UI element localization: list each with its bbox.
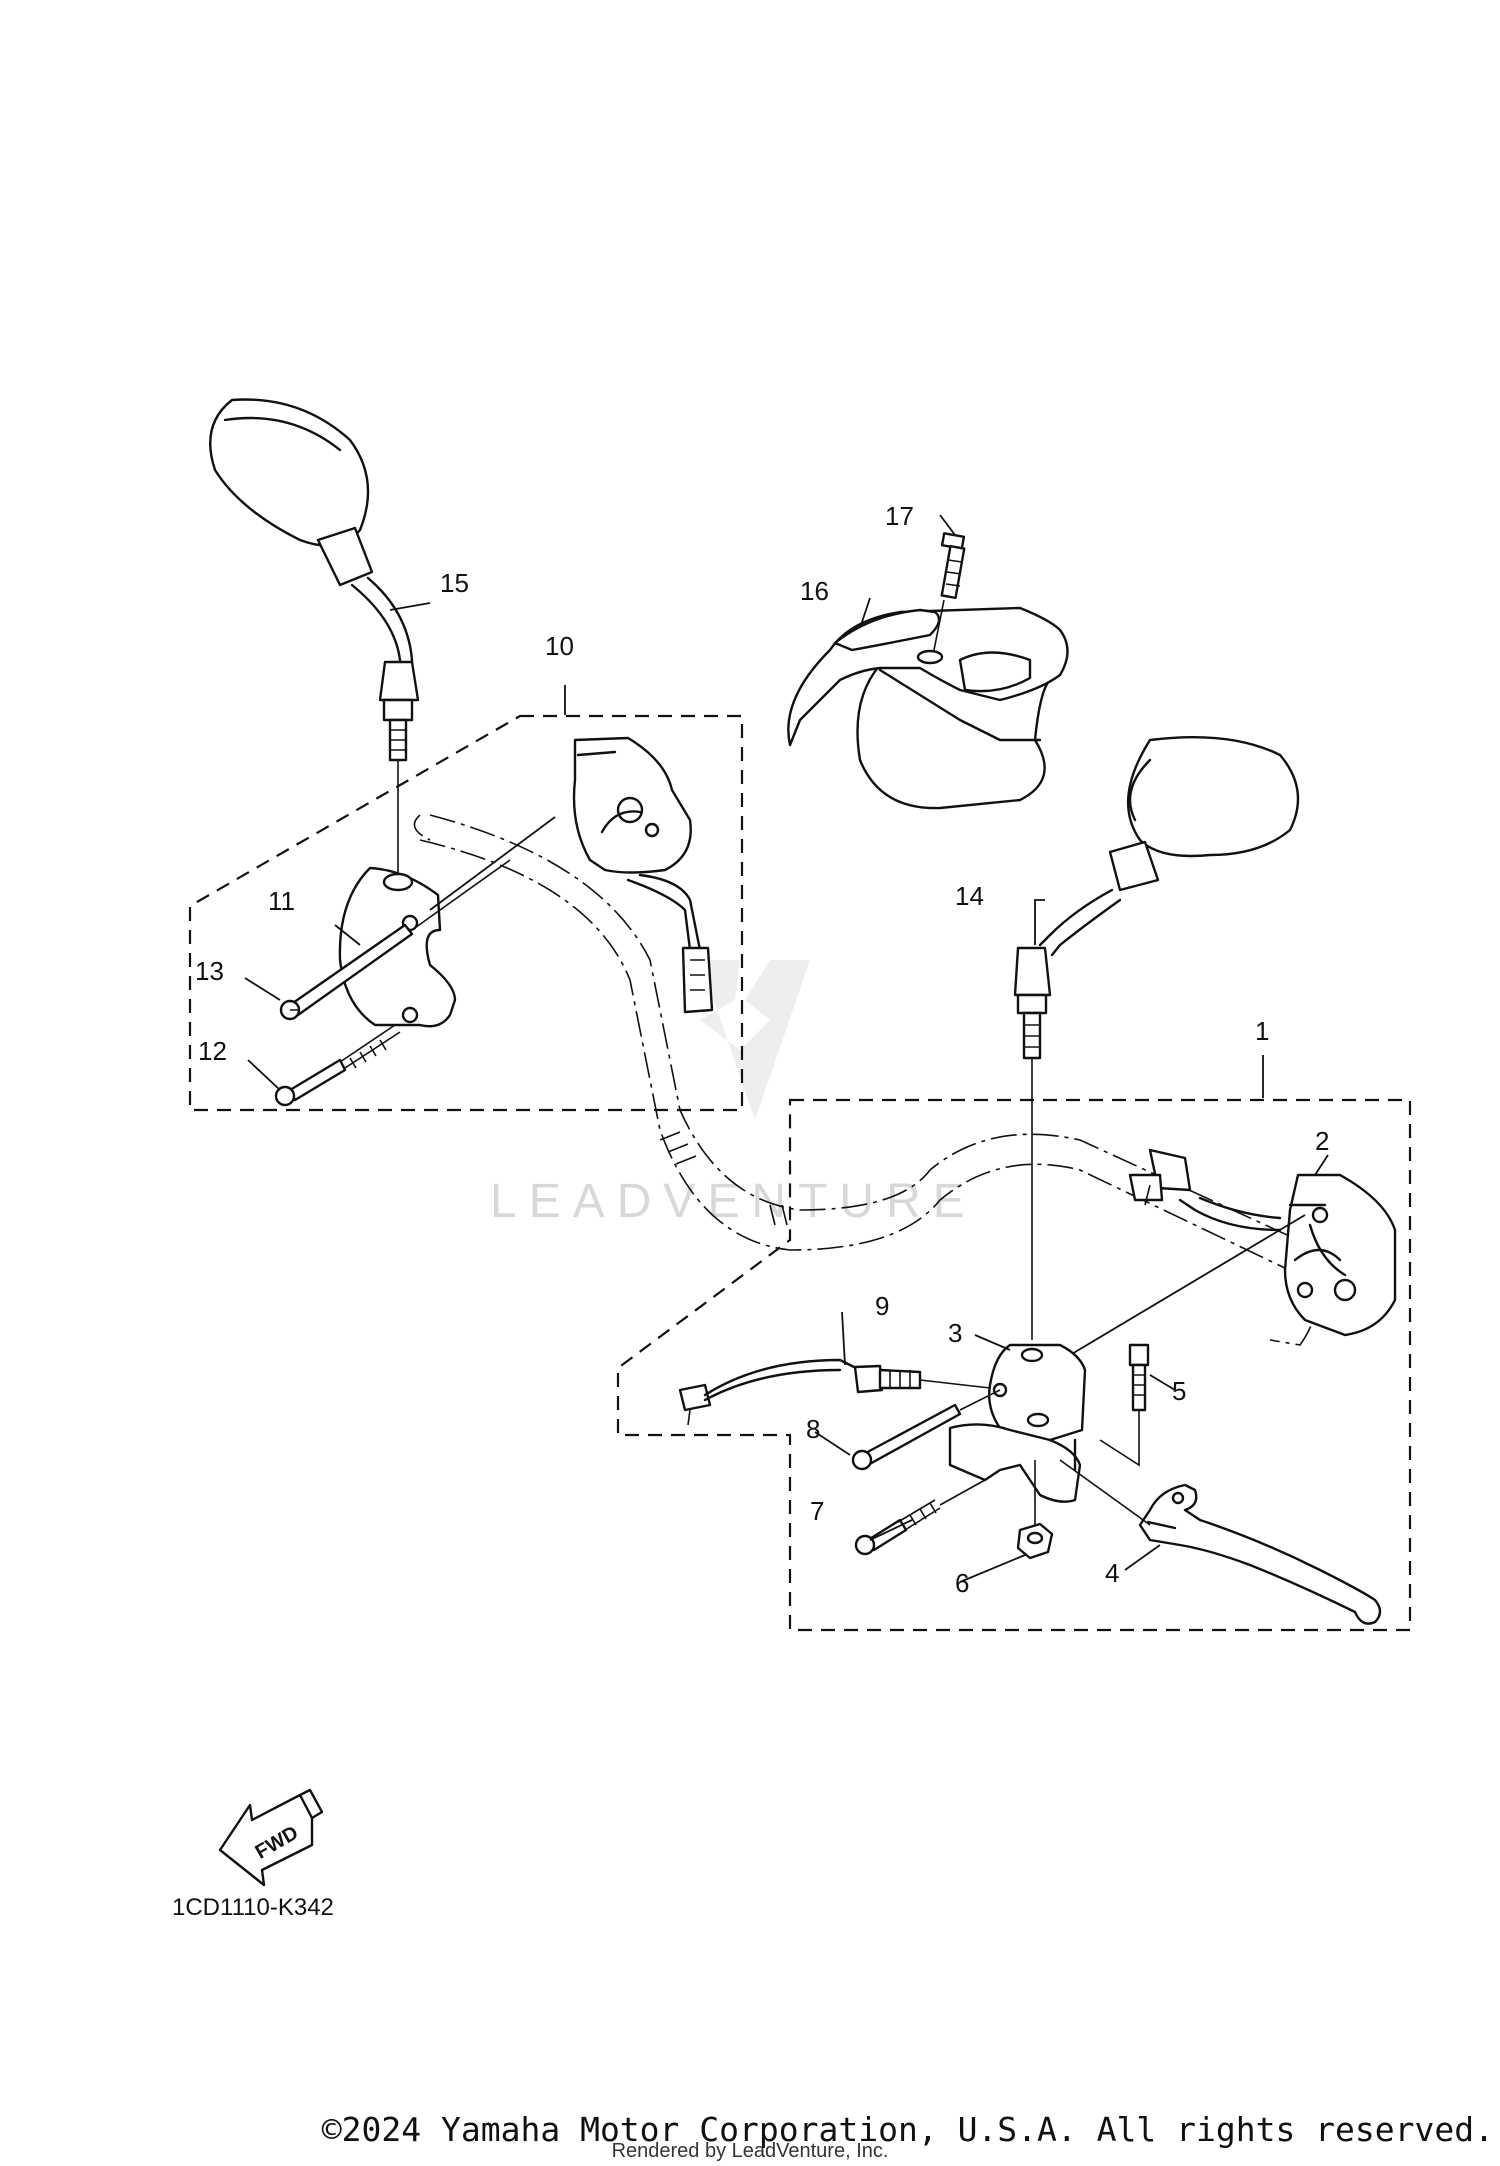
handlebar-cover <box>787 606 1069 810</box>
callout-5: 5 <box>1172 1376 1186 1406</box>
switch-housing-right <box>1128 1148 1397 1337</box>
callout-15: 15 <box>440 568 469 598</box>
callout-10: 10 <box>545 631 574 661</box>
kit-boundary-1 <box>616 1098 1412 1632</box>
brake-switch-wire <box>678 1358 991 1426</box>
screw-8 <box>851 1389 1001 1471</box>
watermark-text: LEADVENTURE <box>490 1175 977 1228</box>
callout-6: 6 <box>955 1568 969 1598</box>
callout-2: 2 <box>1315 1126 1329 1156</box>
callout-14: 14 <box>955 881 984 911</box>
callout-11: 11 <box>268 886 295 916</box>
switch-housing-upper-left <box>572 736 714 1014</box>
callout-9: 9 <box>875 1291 889 1321</box>
switch-housing-lower-left <box>338 866 457 1028</box>
copyright-notice: ©2024 Yamaha Motor Corporation, U.S.A. A… <box>321 2110 1494 2149</box>
callout-16: 16 <box>800 576 829 606</box>
screw-12 <box>274 1024 401 1107</box>
callout-3: 3 <box>948 1318 962 1348</box>
kit-boundary-10 <box>188 714 744 1112</box>
nut-6 <box>1016 1460 1054 1560</box>
handlebar <box>413 814 1321 1346</box>
fwd-arrow-icon: FWD <box>218 1788 324 1887</box>
callout-leaders <box>244 514 1329 1583</box>
drawing-code: 1CD1110-K342 <box>172 1894 334 1921</box>
rendered-by-credit: Rendered by LeadVenture, Inc. <box>611 2140 889 2162</box>
callout-13: 13 <box>195 956 224 986</box>
brake-lever <box>1059 1459 1382 1625</box>
watermark-logo-icon <box>700 960 810 1120</box>
mirror-left <box>209 398 420 895</box>
callout-1: 1 <box>1255 1016 1269 1046</box>
callout-12: 12 <box>198 1036 227 1066</box>
screw-13 <box>279 859 511 1021</box>
mirror-right <box>1013 735 1300 1340</box>
callout-4: 4 <box>1105 1558 1119 1588</box>
lever-bracket <box>948 1343 1087 1503</box>
callout-17: 17 <box>885 501 914 531</box>
callout-8: 8 <box>806 1414 820 1444</box>
screw-7 <box>854 1479 986 1556</box>
screw-5 <box>1099 1343 1150 1467</box>
callout-7: 7 <box>810 1496 824 1526</box>
